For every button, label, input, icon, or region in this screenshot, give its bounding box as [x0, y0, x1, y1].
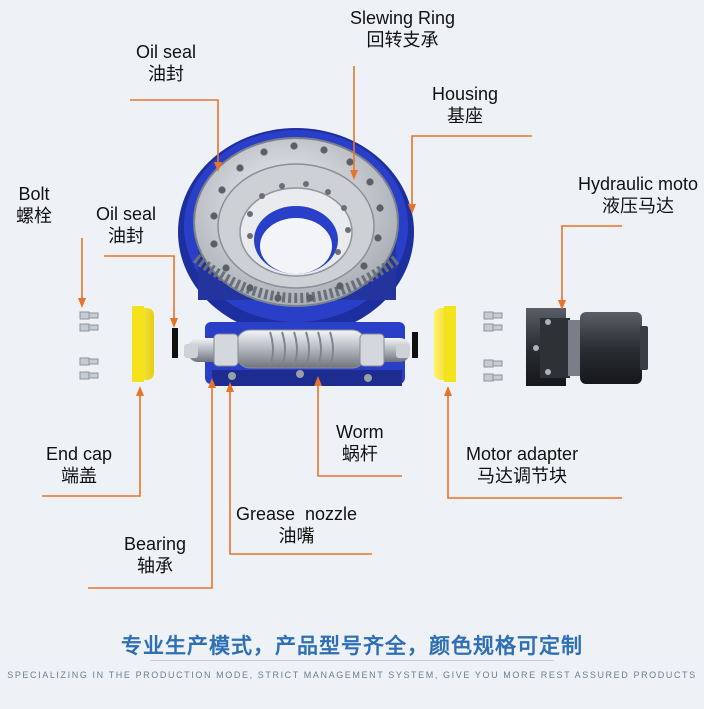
leader-motor-adapter — [447, 392, 622, 499]
label-hydraulic-motor: Hydraulic moto 液压马达 — [572, 174, 704, 217]
end-cap-right — [434, 306, 456, 382]
label-oil-seal-left-zh: 油封 — [108, 225, 145, 247]
label-grease-nozzle-zh: 油嘴 — [278, 525, 315, 547]
slewing-ring — [192, 137, 402, 307]
leader-oil-seal-left — [104, 255, 175, 324]
bolts-left — [79, 311, 99, 380]
oil-seal-right-part — [412, 332, 418, 358]
label-oil-seal-top-zh: 油封 — [148, 63, 185, 85]
footer-slogan-en: SPECIALIZING IN THE PRODUCTION MODE, STR… — [7, 670, 697, 680]
label-oil-seal-left-en: Oil seal — [96, 204, 157, 224]
leader-worm — [317, 382, 402, 477]
label-slewing-ring-zh: 回转支承 — [366, 29, 439, 51]
label-worm-zh: 蜗杆 — [341, 443, 378, 465]
label-hydraulic-motor-en: Hydraulic moto — [577, 174, 699, 194]
label-oil-seal-top: Oil seal 油封 — [136, 42, 196, 85]
label-bearing-zh: 轴承 — [137, 555, 174, 577]
leader-arrowheads — [78, 162, 566, 396]
leader-grease-nozzle — [229, 388, 372, 555]
label-oil-seal-top-en: Oil seal — [136, 42, 197, 62]
label-housing-zh: 基座 — [447, 105, 484, 127]
end-cap-left — [132, 306, 154, 382]
label-oil-seal-left: Oil seal 油封 — [96, 204, 156, 247]
label-slewing-ring: Slewing Ring 回转支承 — [350, 8, 455, 51]
label-motor-adapter-en: Motor adapter — [466, 444, 579, 464]
oil-seal-left-part — [172, 328, 178, 358]
footer-divider — [150, 660, 554, 661]
label-bolt: Bolt 螺栓 — [16, 184, 52, 227]
label-end-cap: End cap 端盖 — [46, 444, 112, 487]
label-grease-nozzle: Grease nozzle 油嘴 — [236, 504, 357, 547]
label-motor-adapter-zh: 马达调节块 — [477, 465, 568, 487]
leader-lines — [42, 66, 622, 589]
leader-oil-seal-top — [130, 99, 219, 168]
label-hydraulic-motor-zh: 液压马达 — [602, 195, 674, 217]
label-bearing: Bearing 轴承 — [124, 534, 186, 577]
label-motor-adapter: Motor adapter 马达调节块 — [466, 444, 578, 487]
label-worm-en: Worm — [336, 422, 384, 442]
label-slewing-ring-en: Slewing Ring — [350, 8, 456, 28]
label-end-cap-zh: 端盖 — [61, 465, 98, 487]
worm-assembly — [184, 329, 410, 382]
label-end-cap-en: End cap — [46, 444, 113, 464]
leader-housing — [411, 135, 532, 210]
hydraulic-motor — [526, 308, 648, 386]
footer-slogan-cn: 专业生产模式，产品型号齐全，颜色规格可定制 — [121, 634, 583, 658]
label-bearing-en: Bearing — [124, 534, 187, 554]
label-housing: Housing 基座 — [432, 84, 498, 127]
label-grease-nozzle-en: Grease nozzle — [236, 504, 358, 524]
label-bolt-en: Bolt — [18, 184, 50, 204]
label-bolt-zh: 螺栓 — [16, 205, 52, 227]
label-worm: Worm 蜗杆 — [336, 422, 384, 465]
label-housing-en: Housing — [432, 84, 499, 104]
leader-bearing — [88, 384, 213, 589]
leader-hydraulic-motor — [561, 225, 622, 306]
bolts-right — [483, 311, 503, 382]
leader-end-cap — [42, 392, 141, 497]
